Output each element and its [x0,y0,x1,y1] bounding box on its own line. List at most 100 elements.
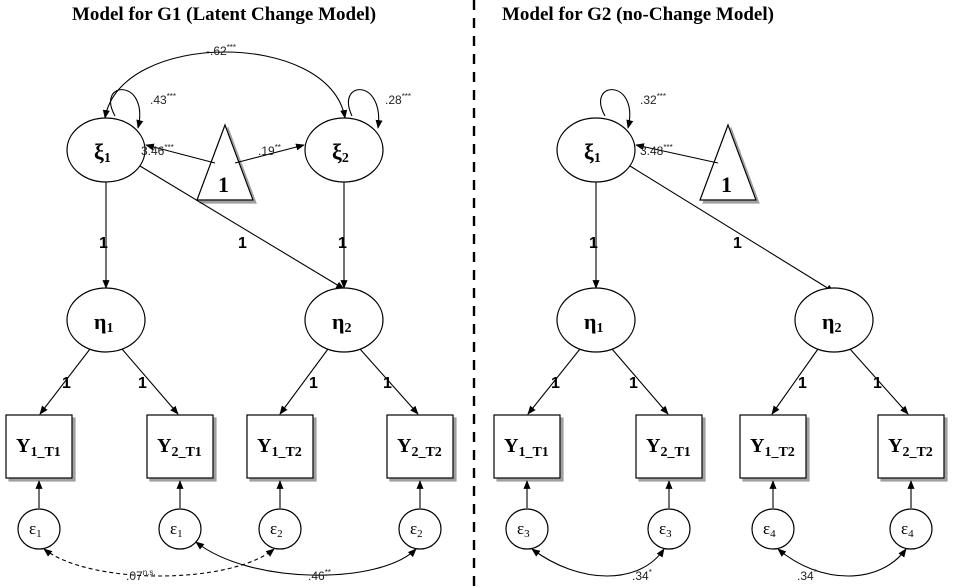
y2-t2-box-g2: Y2_T2 [877,414,945,479]
xi2-node: ξ2 [304,117,384,183]
y2-t1-box: Y2_T1 [146,414,214,479]
error-e3-a: ε3 [505,508,549,550]
svg-text:ξ1: ξ1 [94,139,111,166]
mean-xi2-label: .19** [258,143,281,158]
svg-text:Y1_T1: Y1_T1 [504,435,549,460]
svg-text:Y2_T2: Y2_T2 [397,435,442,460]
error-e4-c: ε4 [751,508,795,550]
path-xi1-eta2-label: 1 [238,235,247,252]
mean-xi1-label: 3.46*** [141,143,174,158]
xi1-node: ξ1 [66,117,146,183]
svg-text:Y1_T2: Y1_T2 [750,435,795,460]
path-eta1-y21-g2 [611,348,669,415]
cov-xi1-xi2-label: -.62*** [206,43,236,58]
y1-t2-box-g2: Y1_T2 [739,414,807,479]
mean-xi1-arrow [145,143,216,164]
error-e1-b: ε1 [158,508,202,550]
svg-text:Y2_T1: Y2_T1 [157,435,202,460]
path-eta1-y11-label: 1 [62,375,71,392]
svg-text:ε4: ε4 [901,519,914,540]
svg-text:Y2_T2: Y2_T2 [888,435,933,460]
cov-e1-dashed [43,548,275,577]
svg-text:Y1_T2: Y1_T2 [257,435,302,460]
var-xi2-loop [347,89,383,129]
svg-text:η2: η2 [332,309,352,336]
svg-text:Y2_T1: Y2_T1 [646,435,691,460]
error-e4-d: ε4 [889,508,933,550]
error-e2-d: ε2 [398,508,442,550]
var-xi1-loop-g2 [600,89,634,129]
eta1-node-g2: η1 [556,287,636,353]
cov-e2-label: .46** [308,568,331,583]
y1-t1-box: Y1_T1 [5,414,73,479]
svg-text:η2: η2 [822,309,842,336]
svg-text:ε2: ε2 [270,519,283,540]
constant-triangle-g2: 1 [699,123,757,201]
right-panel-title: Model for G2 (no-Change Model) [502,4,774,25]
y1-t1-box-g2: Y1_T1 [493,414,561,479]
svg-text:ε3: ε3 [659,519,672,540]
path-eta1-y21 [121,348,179,415]
path-eta2-y22 [359,348,419,415]
mean-xi2-arrow [234,143,305,164]
eta2-node-g2: η2 [794,287,874,353]
path-eta2-y12-label-g2: 1 [798,375,807,392]
var-xi1-label-g2: .32*** [640,92,666,107]
cov-e4-label: .34* [797,568,817,583]
svg-text:ξ2: ξ2 [332,139,349,166]
svg-text:1: 1 [218,172,229,197]
path-eta2-y12-label: 1 [309,375,318,392]
path-eta2-y12-g2 [771,348,819,415]
path-eta2-y22-label-g2: 1 [873,375,882,392]
cov-e2-arc [195,541,417,576]
path-eta2-y22-label: 1 [383,375,392,392]
svg-text:ε1: ε1 [29,519,42,540]
svg-text:ε2: ε2 [410,519,423,540]
left-panel: Model for G1 (Latent Change Model) -.62*… [5,4,454,583]
cov-xi1-xi2-arc [102,51,348,119]
left-panel-title: Model for G1 (Latent Change Model) [72,4,376,25]
mean-xi1-arrow-g2 [635,143,719,164]
eta1-node: η1 [66,287,146,353]
error-e2-c: ε2 [258,508,302,550]
xi1-node-g2: ξ1 [556,117,636,183]
constant-triangle: 1 [196,123,254,201]
path-xi1-eta1-label: 1 [99,235,108,252]
svg-text:ε3: ε3 [517,519,530,540]
path-eta2-y22-g2 [849,348,909,415]
right-panel: Model for G2 (no-Change Model) .32*** ξ1… [493,4,945,583]
path-xi1-eta1-label-g2: 1 [589,235,598,252]
error-e3-b: ε3 [647,508,691,550]
cov-e1-label: .07n.s. [126,568,156,583]
y2-t1-box-g2: Y2_T1 [635,414,703,479]
cov-e3-arc [531,548,665,577]
svg-text:ξ1: ξ1 [584,139,601,166]
path-xi1-eta2-label-g2: 1 [733,235,742,252]
path-eta1-y11-g2 [527,348,581,415]
path-xi2-eta2-label: 1 [338,235,347,252]
svg-text:ε1: ε1 [170,519,183,540]
path-xi1-eta2-g2 [629,165,835,293]
svg-text:1: 1 [721,172,732,197]
var-xi1-label: .43*** [150,92,176,107]
mean-xi1-label-g2: 3.48*** [640,143,673,158]
error-e1-a: ε1 [17,508,61,550]
path-eta2-y12 [279,348,329,415]
path-eta1-y11 [39,348,91,415]
svg-text:η1: η1 [94,309,114,336]
path-eta1-y21-label: 1 [138,375,147,392]
eta2-node: η2 [304,287,384,353]
y2-t2-box: Y2_T2 [386,414,454,479]
cov-e4-arc [777,548,907,577]
svg-text:η1: η1 [584,309,604,336]
path-eta1-y11-label-g2: 1 [551,375,560,392]
cov-e3-label: .34* [632,568,652,583]
svg-text:Y1_T1: Y1_T1 [16,435,61,460]
y1-t2-box: Y1_T2 [246,414,314,479]
var-xi1-loop [110,89,144,129]
var-xi2-label: .28*** [385,92,411,107]
svg-text:ε4: ε4 [763,519,776,540]
path-xi1-eta2 [139,165,345,290]
